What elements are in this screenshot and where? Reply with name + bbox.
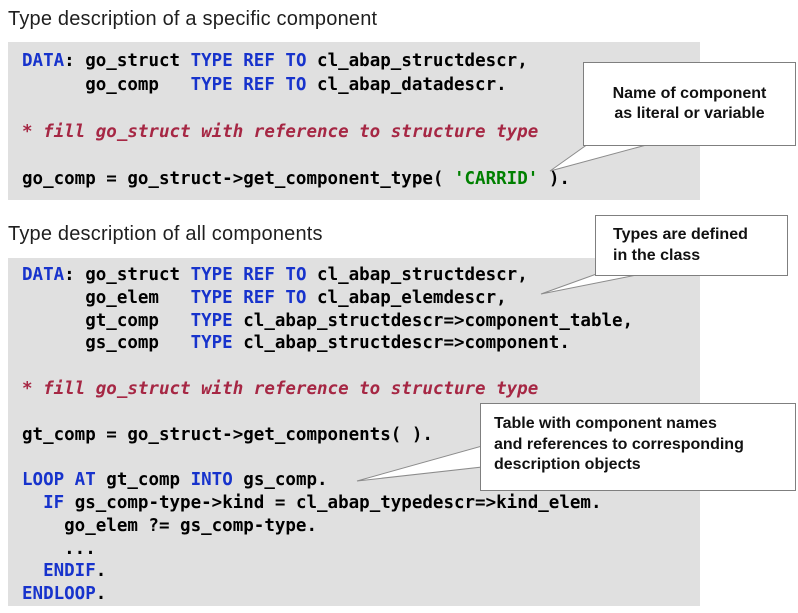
section2-title: Type description of all components <box>8 223 323 245</box>
section1-title: Type description of a specific component <box>8 8 378 30</box>
